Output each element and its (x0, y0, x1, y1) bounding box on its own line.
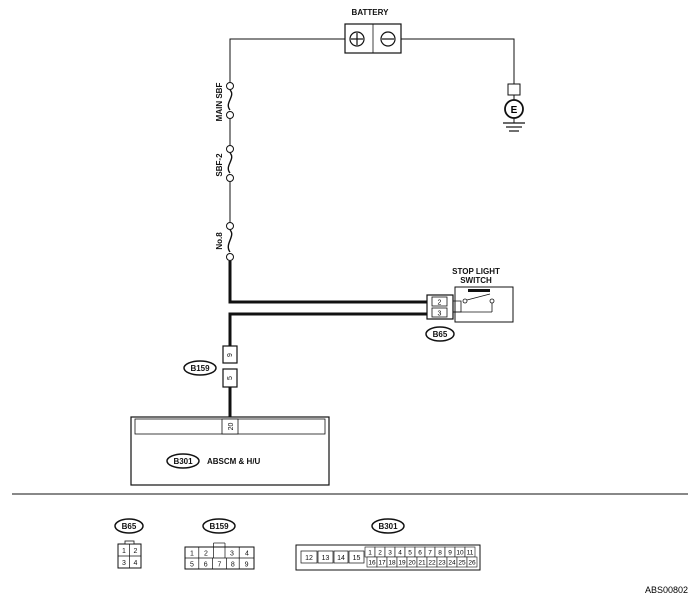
stop-light-switch-label-1: STOP LIGHT (452, 267, 500, 276)
b159-cell-2: 2 (204, 551, 208, 558)
b159-cell-7: 7 (218, 562, 222, 569)
battery-minus-icon (380, 31, 396, 47)
b159-cell-8: 8 (231, 562, 235, 569)
legend-b159-label: B159 (209, 522, 229, 531)
b301-grid-label: 19 (398, 560, 406, 567)
b301-left-label: 13 (322, 555, 330, 562)
b301-grid-label: 6 (418, 550, 422, 557)
battery: BATTERY (344, 8, 402, 54)
legend-b159: B159 1 2 3 4 5 6 7 8 9 (184, 518, 255, 570)
b301-grid-label: 8 (438, 550, 442, 557)
connector-b159-label: B159 (190, 364, 210, 373)
b159-cell-4: 4 (245, 551, 249, 558)
b301-left-cell (333, 550, 349, 564)
stop-light-switch-pin-3: 3 (438, 311, 442, 318)
b65-cell-1: 1 (122, 548, 126, 555)
fuse-no-8: No.8 (215, 222, 234, 261)
fuse-sbf-2-label: SBF-2 (215, 153, 224, 177)
fuse-main-sbf-label: MAIN SBF (215, 83, 224, 122)
stop-light-switch-label-2: SWITCH (460, 276, 492, 285)
abscm-unit: 20 B301 ABSCM & H/U (130, 416, 330, 486)
b159-cell-9: 9 (245, 562, 249, 569)
connector-b65-label: B65 (433, 330, 448, 339)
b301-grid-label: 11 (467, 550, 474, 557)
b301-grid-cell (466, 556, 478, 568)
diagram-code: ABS00802 (645, 585, 688, 595)
wire-battery-positive (229, 38, 345, 82)
connector-b159: 9 5 B159 (183, 345, 238, 388)
b301-grid-label: 20 (408, 560, 416, 567)
b301-grid-label: 22 (428, 560, 436, 567)
wire-switch-to-abscm (228, 312, 427, 346)
ground-label: E (511, 105, 518, 116)
b301-grid-label: 24 (448, 560, 456, 567)
stop-light-switch: STOP LIGHT SWITCH 2 3 B65 (425, 267, 514, 342)
b301-grid-label: 2 (378, 550, 382, 557)
ground-terminal (507, 83, 521, 96)
abscm-pin-20-cell (221, 418, 239, 435)
b301-left-block: 12 13 14 15 (300, 550, 365, 564)
fuse-no-8-label: No.8 (215, 232, 224, 250)
legend-b65-label: B65 (122, 522, 137, 531)
b159-cell-1: 1 (190, 551, 194, 558)
b65-cell-4: 4 (134, 560, 138, 567)
battery-plus-icon (349, 31, 365, 47)
b301-left-label: 15 (353, 555, 361, 562)
b301-grid-label: 18 (388, 560, 396, 567)
ground: E (503, 83, 525, 132)
b301-grid-label: 25 (458, 560, 466, 567)
legend-b301-label: B301 (378, 522, 398, 531)
b301-grid-label: 3 (388, 550, 392, 557)
legend-b65: B65 1 2 3 4 (114, 518, 144, 569)
b301-grid-label: 21 (418, 560, 426, 567)
b65-cell-2: 2 (134, 548, 138, 555)
stop-light-switch-pin-2: 2 (438, 300, 442, 307)
b301-grid-label: 10 (456, 550, 464, 557)
wire-battery-negative (401, 38, 515, 84)
b301-grid-label: 17 (378, 560, 386, 567)
b301-grid-label: 26 (468, 560, 476, 567)
b301-grid-label: 1 (368, 550, 372, 557)
b301-grid-label: 4 (398, 550, 402, 557)
fuse-sbf-2: SBF-2 (215, 145, 234, 182)
abscm-label: ABSCM & H/U (207, 457, 261, 466)
b301-grid-label: 7 (428, 550, 432, 557)
b301-grid-label: 23 (438, 560, 446, 567)
battery-label: BATTERY (352, 8, 390, 17)
b159-pin-5: 5 (227, 376, 234, 380)
b301-grid-label: 5 (408, 550, 412, 557)
stop-light-switch-body (454, 286, 514, 323)
fuse-main-sbf: MAIN SBF (215, 82, 234, 122)
b301-left-cell (348, 550, 365, 564)
b159-pin-9: 9 (227, 353, 234, 357)
connector-b159-badge (183, 360, 217, 376)
b301-grid-label: 9 (448, 550, 452, 557)
b159-cell-5: 5 (190, 562, 194, 569)
connector-b301-badge (166, 453, 200, 469)
b301-left-cell (300, 550, 318, 564)
connector-b65-badge (425, 326, 455, 342)
abscm-pin-20: 20 (228, 423, 235, 431)
b301-left-label: 14 (337, 555, 345, 562)
b301-left-label: 12 (305, 555, 313, 562)
wire-fuse-to-switch (228, 261, 427, 304)
b301-grid-label: 16 (368, 560, 376, 567)
b159-cell-6: 6 (204, 562, 208, 569)
b65-cell-3: 3 (122, 560, 126, 567)
b159-cell-3: 3 (230, 551, 234, 558)
b301-left-cell (317, 550, 334, 564)
connector-b301-label: B301 (173, 457, 193, 466)
